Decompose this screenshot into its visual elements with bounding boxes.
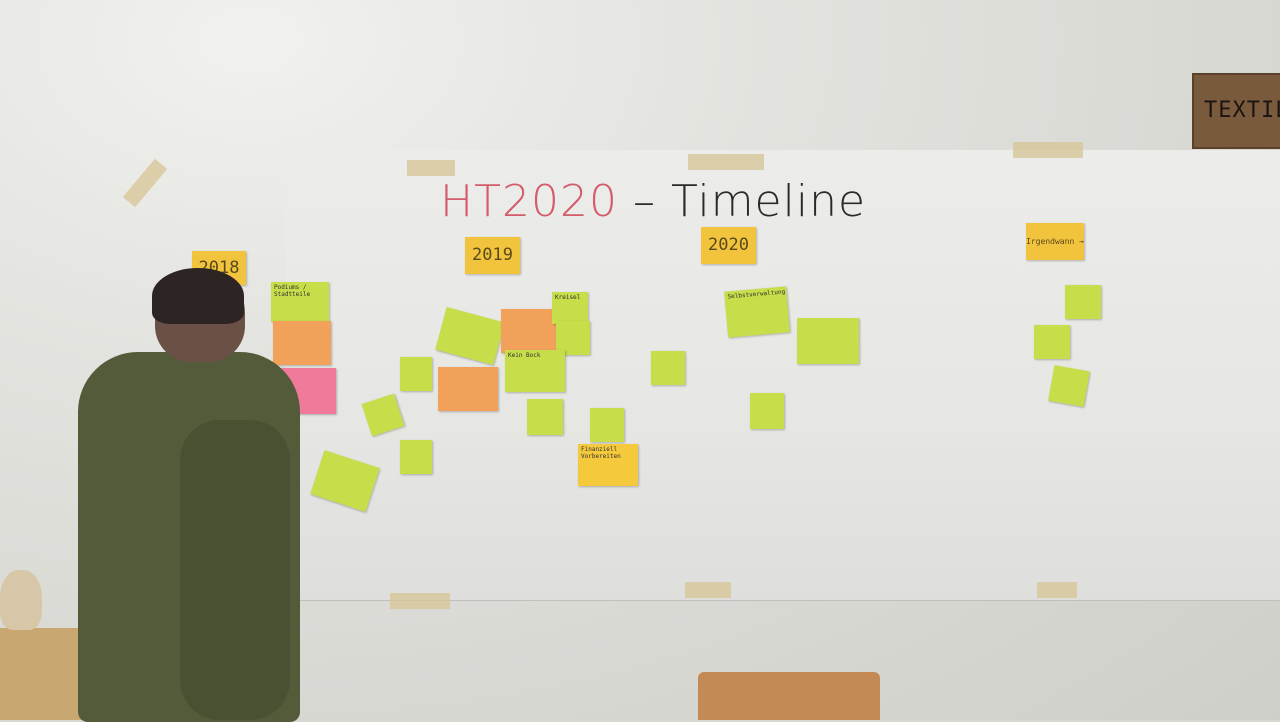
future-note: Irgendwann → (1026, 223, 1084, 260)
chair (698, 672, 880, 720)
sticky-note (527, 399, 563, 435)
sticky-note: Podiums / Stadtteile (271, 282, 329, 322)
sticky-note (400, 357, 432, 391)
tape-strip (688, 154, 764, 170)
title-part-2: – Timeline (632, 176, 867, 227)
sticky-note: Selbstverwaltung (724, 286, 790, 338)
sticky-note: Finanziell Vorbereiten (578, 444, 638, 486)
sticky-note: Kein Bock (505, 350, 565, 392)
sticky-note (1048, 365, 1090, 407)
sticky-note (1034, 325, 1070, 359)
skull-model (0, 570, 42, 630)
person-hair (152, 268, 244, 324)
title-part-1: HT2020 (440, 176, 618, 227)
tape-strip (685, 582, 731, 598)
sticky-note (797, 318, 859, 364)
tape-strip (1037, 582, 1077, 598)
tape-strip (390, 593, 450, 609)
sticky-note (400, 440, 432, 474)
wooden-sign: TEXTILD (1192, 73, 1280, 149)
sticky-note (556, 321, 590, 355)
sticky-note (590, 408, 624, 442)
page-title: HT2020 – Timeline (440, 176, 866, 227)
sticky-note (1065, 285, 1101, 319)
tape-strip (407, 160, 455, 176)
tape-strip (1013, 142, 1083, 158)
sticky-note (273, 321, 331, 365)
sticky-note (438, 367, 498, 411)
sticky-note (750, 393, 784, 429)
year-note: 2020 (701, 227, 756, 264)
sticky-note (501, 309, 561, 353)
sticky-note: Kreisel (552, 292, 588, 324)
sticky-note (651, 351, 685, 385)
year-note: 2019 (465, 237, 520, 274)
person-arm (180, 420, 290, 720)
